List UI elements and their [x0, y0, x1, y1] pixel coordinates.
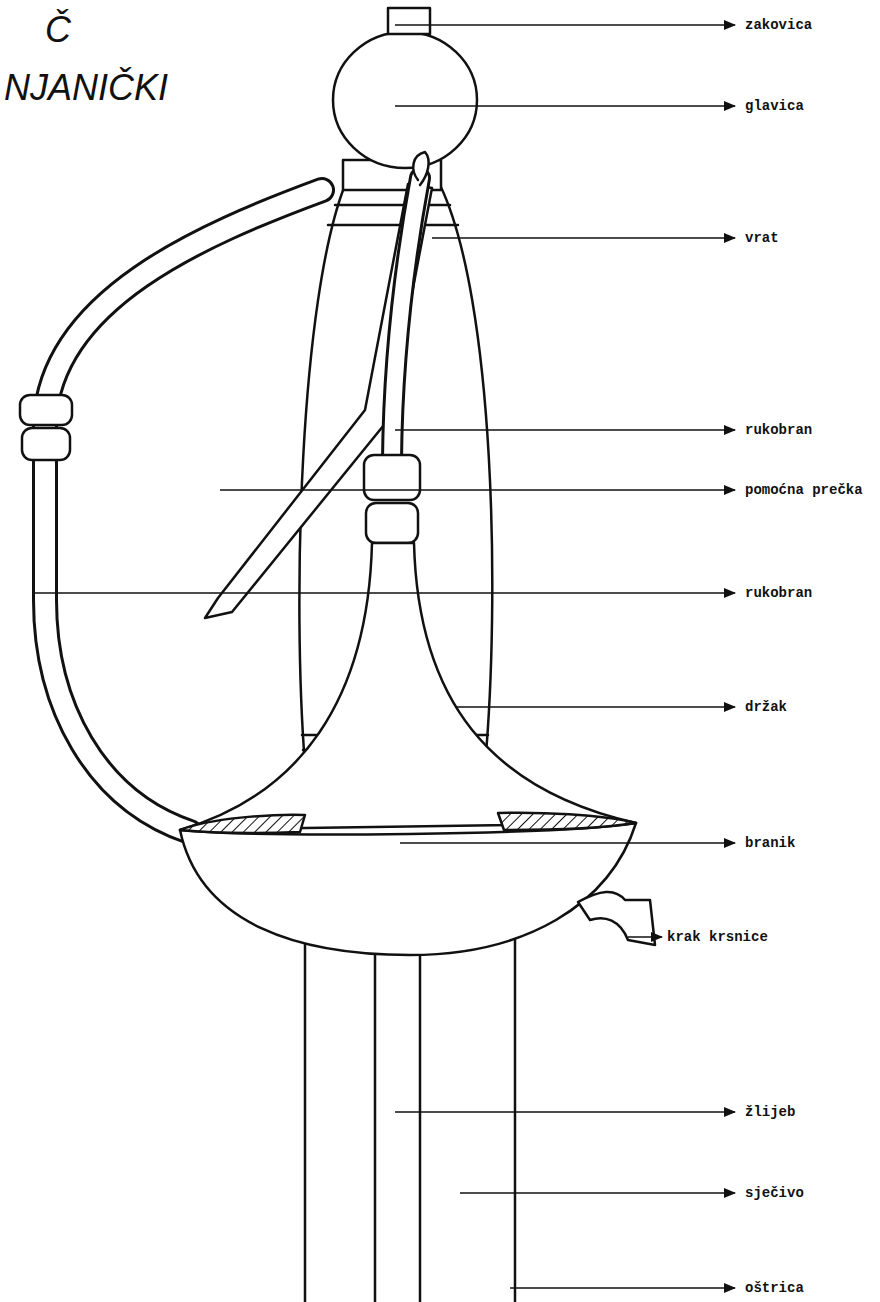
title-fragment: Č	[45, 10, 71, 50]
knuckle-bow	[20, 190, 322, 832]
part-label: oštrica	[745, 1279, 804, 1297]
inner-guard-bar	[180, 178, 636, 830]
part-label: žlijeb	[745, 1103, 795, 1121]
rivet	[388, 8, 430, 34]
cup-rim-hatch	[180, 815, 305, 833]
pommel	[333, 32, 477, 168]
part-label: krak krsnice	[667, 928, 768, 946]
part-label: glavica	[745, 97, 804, 115]
title-fragment: NJANIČKI	[4, 68, 168, 108]
part-label: pomoćna prečka	[745, 481, 863, 499]
cup-rim-hatch	[498, 813, 636, 830]
part-label: sječivo	[745, 1184, 804, 1202]
part-label: branik	[745, 834, 795, 852]
part-label: rukobran	[745, 421, 812, 439]
part-label: držak	[745, 698, 787, 716]
part-label: rukobran	[745, 584, 812, 602]
bar-tip	[413, 152, 428, 185]
leader-lines	[35, 25, 735, 1288]
blade	[305, 930, 515, 1302]
part-label: vrat	[745, 229, 779, 247]
part-label: zakovica	[745, 16, 812, 34]
